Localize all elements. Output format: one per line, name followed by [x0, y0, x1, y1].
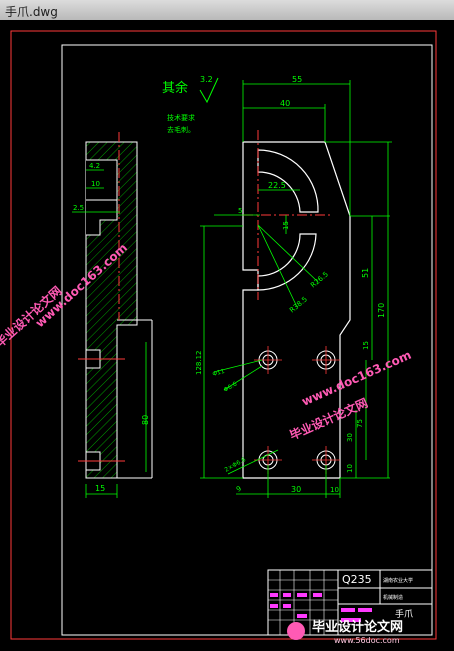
dim-left-80: 80 — [141, 415, 150, 425]
drawing-svg: 4.2 10 2.5 80 15 — [0, 30, 437, 645]
dim-r38: R38.5 — [288, 295, 309, 314]
dim-30h: 30 — [291, 485, 301, 494]
dim-30v: 30 — [346, 433, 354, 442]
cad-canvas[interactable]: 4.2 10 2.5 80 15 — [0, 20, 454, 647]
dim-22-5: 22.5 — [268, 181, 286, 190]
brand-watermark: 毕业设计论文网 www.56doc.com — [287, 619, 403, 645]
dim-10v: 10 — [346, 464, 354, 473]
roughness-label: 其余 — [162, 80, 188, 96]
dim-170: 170 — [377, 303, 386, 318]
dim-phi11: Φ11 — [212, 368, 226, 378]
brand-logo-icon — [287, 622, 305, 640]
window-title: 手爪.dwg — [5, 5, 58, 19]
dim-128: 128.12 — [195, 351, 203, 376]
dim-10h: 10 — [330, 486, 339, 494]
dim-75: 75 — [356, 419, 364, 428]
roughness-value: 3.2 — [200, 75, 213, 84]
dim-r26: R26.5 — [309, 270, 330, 289]
dim-phi-small: 2×Φ6.6 — [224, 456, 248, 474]
title-block: Q235 湖南农业大学 机械制造 手爪 — [267, 569, 433, 636]
school-label-2: 机械制造 — [383, 594, 403, 601]
dim-left-4-2: 4.2 — [89, 162, 100, 170]
dim-left-15: 15 — [95, 484, 105, 493]
watermark-cn-2: 毕业设计论文网 — [287, 395, 370, 443]
dim-15a: 15 — [282, 221, 290, 230]
brand-url: www.56doc.com — [334, 636, 400, 645]
note-title: 技术要求 — [167, 113, 195, 122]
dim-left-10: 10 — [91, 180, 100, 188]
material-label: Q235 — [342, 573, 372, 586]
dim-9: 9 — [235, 485, 243, 494]
inner-frame — [61, 44, 433, 636]
outer-frame — [10, 30, 437, 640]
left-section-view: 4.2 10 2.5 80 15 — [72, 132, 153, 498]
roughness-symbol: 其余 3.2 — [162, 75, 219, 104]
brand-name: 毕业设计论文网 — [312, 619, 403, 635]
dim-5: 5 — [238, 207, 242, 215]
dim-top-40: 40 — [280, 99, 290, 108]
note-line-1: 去毛刺。 — [167, 125, 195, 134]
dim-top-55: 55 — [292, 75, 302, 84]
dim-15b: 15 — [362, 341, 370, 350]
school-label: 湖南农业大学 — [383, 577, 413, 584]
dim-left-2-5: 2.5 — [73, 204, 84, 212]
part-name: 手爪 — [395, 608, 413, 620]
window-titlebar: 手爪.dwg — [0, 0, 454, 21]
dim-51: 51 — [361, 268, 370, 278]
